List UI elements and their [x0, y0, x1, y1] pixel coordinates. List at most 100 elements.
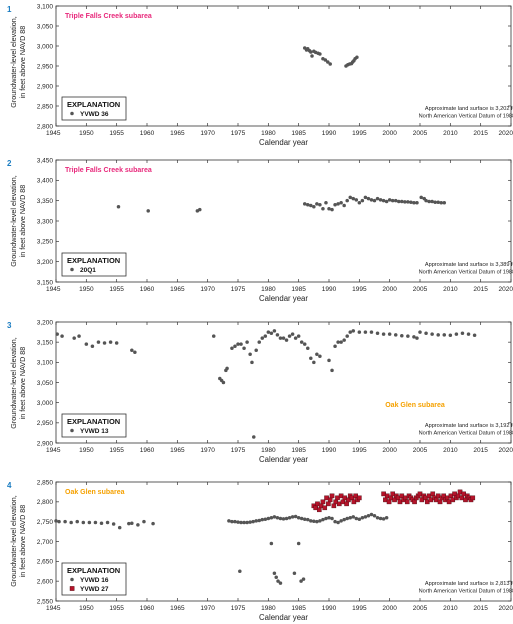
data-point: [424, 331, 428, 336]
x-tick-label: 1955: [109, 605, 124, 612]
data-point: [75, 519, 79, 524]
data-point: [378, 516, 383, 521]
data-point: [324, 200, 328, 205]
x-tick-label: 1960: [140, 447, 155, 454]
data-point: [302, 517, 307, 522]
data-point: [333, 519, 337, 524]
data-point: [116, 205, 121, 209]
data-point: [344, 501, 349, 507]
data-point: [328, 62, 332, 66]
data-point: [439, 200, 443, 205]
panel-number: 4: [7, 481, 12, 490]
x-tick-label: 1970: [200, 286, 215, 293]
data-point: [466, 332, 471, 336]
data-point: [272, 515, 277, 519]
data-point: [301, 577, 306, 581]
data-point: [375, 196, 380, 201]
legend-title: EXPLANATION: [67, 256, 120, 265]
data-point: [436, 200, 440, 205]
data-point: [114, 341, 119, 345]
data-point: [372, 513, 377, 518]
x-tick-label: 1970: [200, 447, 215, 454]
legend-title: EXPLANATION: [67, 566, 120, 575]
data-point: [63, 519, 67, 524]
data-point: [369, 512, 374, 517]
y-tick-label: 3,300: [37, 218, 54, 225]
x-tick-label: 1955: [109, 130, 124, 137]
data-point: [245, 340, 249, 344]
x-tick-label: 1980: [261, 605, 276, 612]
y-tick-label: 2,700: [37, 539, 54, 546]
y-tick-label: 2,950: [37, 420, 54, 427]
data-point: [315, 519, 319, 524]
y-tick-label: 2,750: [37, 519, 54, 526]
data-point: [381, 198, 386, 203]
data-point: [57, 519, 61, 524]
legend-entry-label: YVWD 27: [80, 586, 109, 593]
data-point: [472, 333, 477, 338]
land-surface-note-line2: North American Vertical Datum of 1988 (N…: [419, 270, 513, 276]
data-point: [257, 340, 261, 344]
data-point: [386, 499, 392, 505]
x-tick-label: 1975: [231, 286, 246, 293]
y-tick-label: 3,100: [37, 360, 54, 367]
data-point: [460, 331, 465, 336]
data-point: [430, 491, 436, 497]
x-tick-label: 2005: [413, 130, 428, 137]
data-point: [330, 368, 334, 373]
data-point: [354, 516, 359, 521]
x-tick-label: 1960: [140, 286, 155, 293]
data-point: [306, 202, 310, 207]
data-point: [442, 333, 447, 337]
x-tick-label: 1990: [322, 286, 337, 293]
x-tick-label: 1945: [46, 447, 61, 454]
data-point: [354, 198, 359, 202]
legend-marker-circle: [70, 267, 74, 272]
y-axis-label: Groundwater-level elevation,in feet abov…: [9, 495, 27, 587]
data-point: [72, 336, 76, 340]
subarea-label: Oak Glen subarea: [65, 489, 125, 496]
x-axis-label: Calendar year: [259, 138, 308, 147]
x-tick-label: 1975: [231, 605, 246, 612]
y-axis-label: Groundwater-level elevation,in feet abov…: [9, 337, 27, 429]
data-point: [412, 499, 417, 505]
land-surface-note-line2: North American Vertical Datum of 1988 (N…: [419, 114, 513, 120]
x-tick-label: 2005: [413, 286, 428, 293]
y-tick-label: 3,250: [37, 239, 54, 246]
data-point: [330, 207, 334, 212]
y-tick-label: 2,950: [37, 63, 54, 70]
land-surface-note-line1: Approximate land surface is 3,202 feet a…: [425, 106, 513, 112]
data-point: [111, 522, 116, 526]
data-point: [263, 517, 268, 522]
data-point: [99, 521, 104, 526]
x-tick-label: 2015: [473, 286, 488, 293]
data-point: [236, 342, 240, 346]
data-point: [136, 523, 140, 527]
data-point: [470, 495, 476, 501]
data-point: [254, 519, 258, 523]
x-tick-label: 1965: [170, 605, 185, 612]
data-point: [357, 495, 362, 501]
x-tick-label: 1950: [79, 605, 94, 612]
data-point: [93, 520, 98, 525]
x-tick-label: 1985: [291, 605, 306, 612]
x-tick-label: 1980: [261, 130, 276, 137]
y-axis-label-line1: Groundwater-level elevation,: [9, 175, 18, 267]
data-point: [281, 336, 286, 340]
data-point: [296, 515, 301, 520]
data-point: [233, 519, 237, 524]
land-surface-note-line2: North American Vertical Datum of 1988 (N…: [419, 589, 513, 595]
data-point: [336, 520, 340, 525]
data-point: [329, 493, 335, 499]
data-point: [252, 435, 256, 439]
data-point: [257, 518, 261, 523]
x-tick-label: 1960: [140, 130, 155, 137]
data-point: [230, 346, 234, 350]
data-point: [266, 330, 271, 334]
data-point: [345, 198, 349, 203]
data-point: [248, 352, 252, 357]
series-1: [55, 329, 477, 439]
data-point: [284, 338, 289, 342]
data-point: [390, 198, 395, 203]
legend-box: [61, 413, 127, 438]
